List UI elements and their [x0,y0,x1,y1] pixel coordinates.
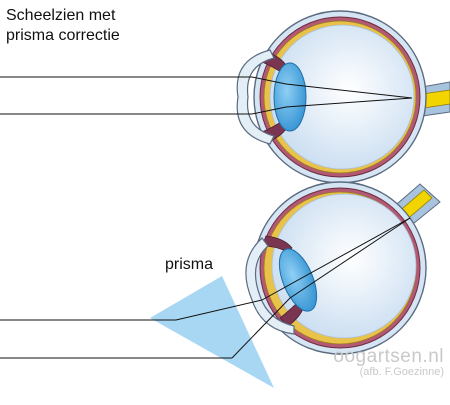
rays-top [0,76,413,115]
cornea-bottom [245,237,295,335]
ray-bottom-1b [175,299,263,321]
ray-top-1b [251,76,287,85]
eye-bottom [245,181,441,355]
title-line-2: prisma correctie [6,27,120,44]
ray-top-2b [251,106,287,115]
lens-top [273,62,307,132]
image-credit: oogartsen.nl (afb. F.Goezinne) [333,346,444,378]
vitreous-top [269,24,415,170]
prism-label: prisma [165,256,214,273]
ray-bottom-1c [261,217,411,301]
credit-author: (afb. F.Goezinne) [359,366,444,378]
title-line-1: Scheelzien met [6,7,116,24]
diagram-title: Scheelzien met prisma correctie [6,6,120,46]
cornea-top [236,49,275,145]
ray-bottom-2c [289,217,411,299]
credit-site: oogartsen.nl [333,346,444,367]
rays-bottom [0,217,411,359]
ray-top-2c [285,97,413,108]
ray-bottom-2b [231,297,291,359]
eye-top [0,10,450,184]
ray-top-1c [285,83,413,99]
prism-shape [150,276,274,388]
